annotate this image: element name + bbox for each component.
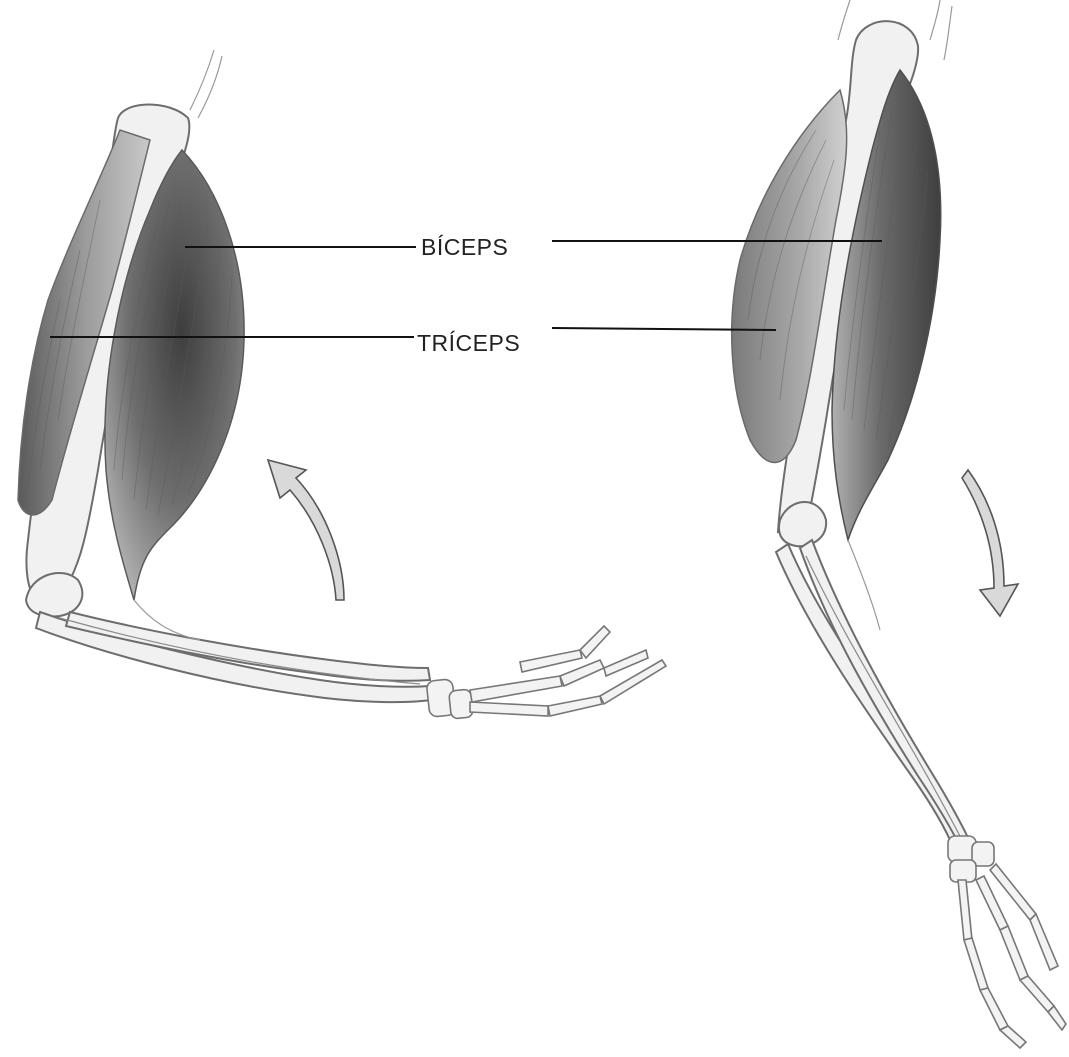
curved-arrow-down-icon [962, 470, 1018, 616]
left-hand-bones [426, 626, 666, 719]
triceps-label: TRÍCEPS [417, 330, 520, 356]
right-ulna [800, 540, 972, 850]
right-hand-bones [948, 836, 1066, 1048]
flexed-arm [18, 50, 666, 719]
left-upper-tendon [190, 50, 214, 110]
curved-arrow-up-icon [268, 460, 344, 600]
biceps-label: BÍCEPS [421, 234, 508, 260]
extended-arm [732, 0, 1066, 1048]
